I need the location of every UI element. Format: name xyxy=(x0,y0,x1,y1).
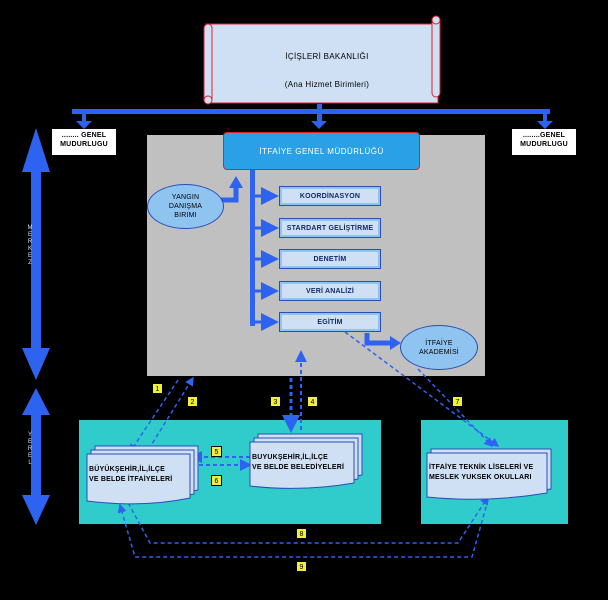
academy-connector xyxy=(364,333,401,350)
flow-number-7: 7 xyxy=(452,396,463,407)
left-directorate-line-1: ........ GENEL xyxy=(61,132,107,139)
flow-number-3: 3 xyxy=(270,396,281,407)
right-directorate-line-1: ........GENEL xyxy=(522,132,566,139)
fire-departments-doc-shape xyxy=(86,445,199,505)
fire-academy-oval: İTFAİYE AKADEMİSİ xyxy=(400,325,478,370)
department-spine-connector xyxy=(250,170,279,331)
department-standard-development-label: STARDART GELİŞTİRME xyxy=(286,224,374,232)
department-inspection-label: DENETİM xyxy=(313,255,347,263)
advisory-board-connector xyxy=(221,176,243,203)
fire-departments-line-2: VE BELDE İTFAİYELERİ xyxy=(89,476,173,483)
department-coordination-label: KOORDİNASYON xyxy=(299,192,361,200)
flow-number-2: 2 xyxy=(187,396,198,407)
municipalities-line-2: VE BELDE BELEDİYELERİ xyxy=(252,464,345,471)
central-letter-1: M xyxy=(27,225,33,231)
department-coordination: KOORDİNASYON xyxy=(279,186,381,206)
flow-number-5: 5 xyxy=(211,446,222,457)
local-letter-2: E xyxy=(27,439,32,445)
flow-number-9: 9 xyxy=(296,561,307,572)
left-directorate-box: ........ GENEL MUDURLUGU xyxy=(52,129,116,155)
local-letter-5: L xyxy=(28,460,32,466)
right-directorate-box: ........GENEL MUDURLUGU xyxy=(512,129,576,155)
local-fire-departments-label: BÜYÜKŞEHİR,İL,İLÇE VE BELDE İTFAİYELERİ xyxy=(89,465,189,485)
central-letter-3: R xyxy=(27,239,33,245)
schools-line-1: İTFAİYE TEKNİK LİSELERİ VE xyxy=(429,464,534,471)
local-level-label: Y E R E L xyxy=(25,432,35,467)
department-inspection: DENETİM xyxy=(279,249,381,269)
central-letter-5: E xyxy=(27,253,32,259)
central-letter-6: Z xyxy=(28,260,32,266)
local-letter-1: Y xyxy=(27,432,32,438)
advisory-board-line-1: YANGIN xyxy=(171,194,200,201)
local-municipalities-label: BUYUKŞEHİR,İL,İLÇE VE BELDE BELEDİYELERİ xyxy=(252,453,354,473)
ministry-title: İÇİŞLERİ BAKANLIĞI xyxy=(285,52,369,61)
fire-directorate-general-box: İTFAİYE GENEL MÜDÜRLÜĞÜ xyxy=(223,132,420,170)
local-letter-4: E xyxy=(27,453,32,459)
local-level-arrow xyxy=(22,388,50,525)
flow-number-8: 8 xyxy=(296,528,307,539)
department-standard-development: STARDART GELİŞTİRME xyxy=(279,218,381,238)
central-letter-4: K xyxy=(27,246,32,252)
left-directorate-line-2: MUDURLUGU xyxy=(60,141,108,148)
central-level-arrow xyxy=(22,128,50,380)
ministry-distribution-connector xyxy=(72,104,553,129)
academy-line-1: İTFAİYE xyxy=(425,339,453,347)
fire-departments-line-1: BÜYÜKŞEHİR,İL,İLÇE xyxy=(89,466,165,473)
fire-directorate-general-title: İTFAİYE GENEL MÜDÜRLÜĞÜ xyxy=(259,146,384,156)
department-data-analysis-label: VERİ ANALİZİ xyxy=(305,287,355,295)
central-letter-2: E xyxy=(27,232,32,238)
advisory-board-line-2: DANIŞMA xyxy=(168,203,203,210)
academy-line-2: AKADEMİSİ xyxy=(419,348,459,356)
department-education-label: EGİTİM xyxy=(317,318,343,326)
flow-number-1: 1 xyxy=(152,383,163,394)
schools-line-2: MESLEK YUKSEK OKULLARI xyxy=(429,474,532,481)
flow-number-4: 4 xyxy=(307,396,318,407)
ministry-scroll-shape xyxy=(203,15,441,105)
central-level-label: M E R K E Z xyxy=(25,225,35,267)
municipalities-doc-shape xyxy=(249,433,363,489)
right-directorate-line-2: MUDURLUGU xyxy=(520,141,568,148)
flow-number-6: 6 xyxy=(211,475,222,486)
department-data-analysis: VERİ ANALİZİ xyxy=(279,281,381,301)
local-schools-label: İTFAİYE TEKNİK LİSELERİ VE MESLEK YUKSEK… xyxy=(429,463,549,483)
department-education: EGİTİM xyxy=(279,312,381,332)
fire-advisory-board-oval: YANGIN DANIŞMA BIRIMI xyxy=(147,184,224,229)
schools-doc-shape xyxy=(426,448,552,500)
dashed-flow-connectors xyxy=(117,331,500,558)
ministry-subtitle: (Ana Hizmet Birimleri) xyxy=(284,80,370,89)
municipalities-line-1: BUYUKŞEHİR,İL,İLÇE xyxy=(252,454,328,461)
local-letter-3: R xyxy=(27,446,33,452)
advisory-board-line-3: BIRIMI xyxy=(174,212,197,219)
